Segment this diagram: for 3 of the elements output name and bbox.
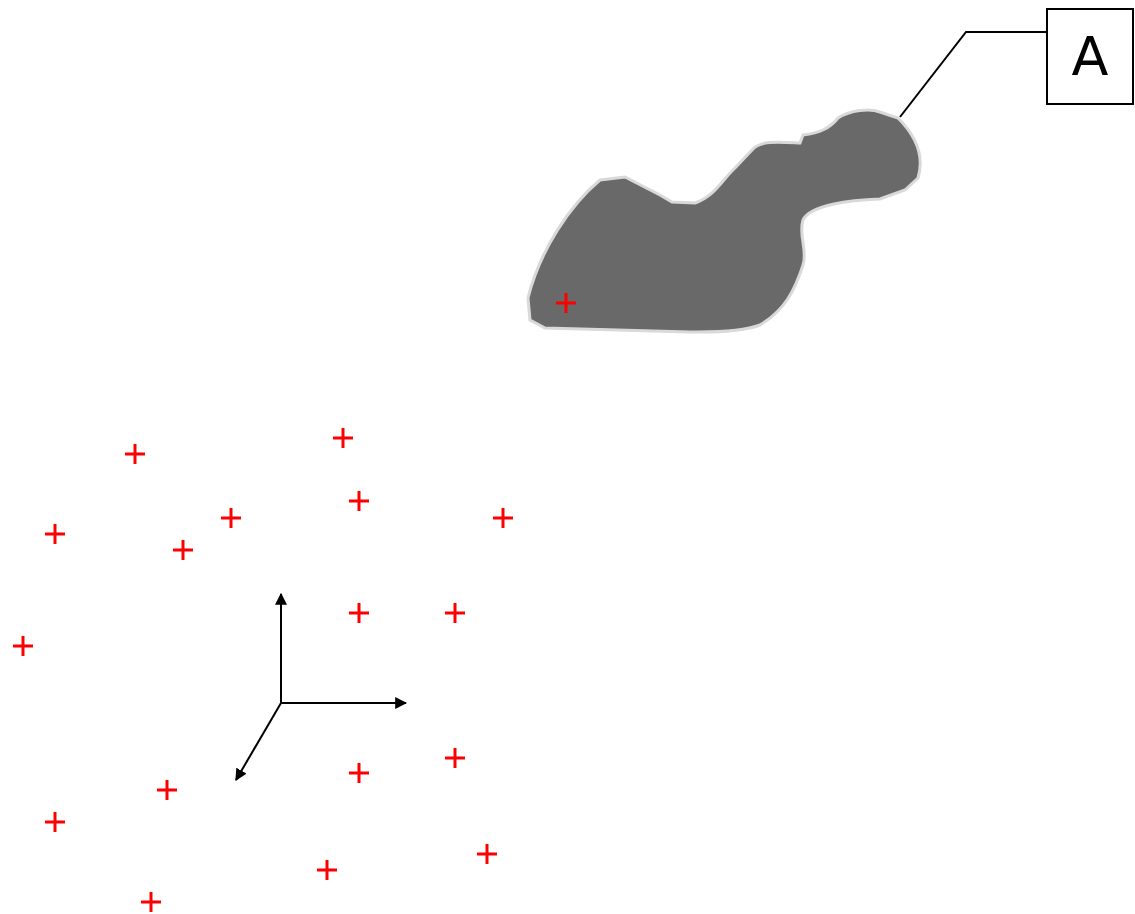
- leader-line: [899, 31, 1047, 118]
- label-box: [1046, 8, 1134, 105]
- label-letter: A: [1071, 29, 1109, 84]
